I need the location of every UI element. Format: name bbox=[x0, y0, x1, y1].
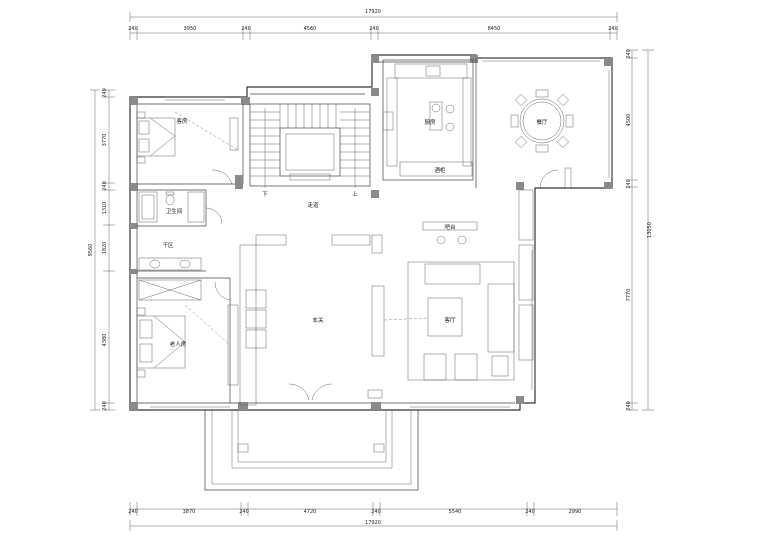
left-dim-2: 3770 bbox=[102, 134, 108, 147]
bar-label: 吧台 bbox=[444, 223, 456, 231]
bottom-dim-2: 3870 bbox=[183, 509, 196, 515]
kitchen-label: 厨房 bbox=[424, 118, 436, 126]
dry-area-label: 干区 bbox=[162, 242, 174, 249]
bottom-dim-6: 5540 bbox=[449, 509, 462, 515]
top-dim-3: 240 bbox=[241, 26, 251, 32]
right-dim-1: 240 bbox=[626, 49, 632, 59]
dining-room: 餐厅 bbox=[510, 89, 574, 189]
front-terrace bbox=[204, 410, 419, 491]
top-total-dimension: 17920 bbox=[365, 9, 381, 15]
top-dim-5: 240 bbox=[369, 26, 379, 32]
bottom-dim-5: 240 bbox=[371, 509, 381, 515]
corridor-label: 走道 bbox=[307, 201, 319, 209]
living-label: 客厅 bbox=[444, 316, 456, 324]
left-total-dimension: 9560 bbox=[88, 244, 94, 257]
wine-cabinet-label: 酒柜 bbox=[434, 166, 446, 174]
bathroom: 卫生间 bbox=[137, 189, 223, 227]
bottom-dim-8: 2990 bbox=[569, 509, 582, 515]
bottom-dimensions: 240 3870 240 4720 240 5540 240 2990 1792… bbox=[128, 502, 618, 531]
bottom-dim-1: 240 bbox=[128, 509, 138, 515]
guest-room: 客房 bbox=[136, 104, 244, 185]
top-dim-6: 8450 bbox=[488, 26, 501, 32]
bottom-dim-3: 240 bbox=[239, 509, 249, 515]
living-room: 吧台 客厅 bbox=[371, 189, 534, 381]
bottom-total-dimension: 17920 bbox=[365, 520, 381, 526]
staircase: 下 上 bbox=[235, 103, 371, 198]
left-dim-3: 240 bbox=[102, 181, 108, 191]
stair-up-label: 上 bbox=[352, 190, 358, 198]
right-dim-2: 4500 bbox=[626, 114, 632, 127]
top-dim-2: 3950 bbox=[184, 26, 197, 32]
kitchen: 厨房 酒柜 bbox=[382, 58, 477, 188]
left-dim-7: 240 bbox=[102, 401, 108, 411]
top-dimensions: 17920 240 3950 240 4560 240 8450 240 bbox=[128, 9, 618, 40]
left-dim-5: 1820 bbox=[102, 242, 108, 255]
right-dimensions: 240 4500 240 7770 240 13050 bbox=[626, 49, 654, 411]
dry-area: 干区 bbox=[137, 242, 206, 272]
elder-room-label: 老人房 bbox=[170, 340, 187, 348]
right-dim-4: 7770 bbox=[626, 289, 632, 302]
left-dimensions: 9560 240 3770 240 1310 1820 4380 240 bbox=[88, 88, 115, 411]
dining-label: 餐厅 bbox=[536, 118, 548, 126]
right-dim-5: 240 bbox=[626, 401, 632, 411]
left-dim-1: 240 bbox=[102, 88, 108, 98]
top-dim-4: 4560 bbox=[304, 26, 317, 32]
right-dim-3: 240 bbox=[626, 179, 632, 189]
top-dim-1: 240 bbox=[128, 26, 138, 32]
elder-room: 老人房 bbox=[136, 277, 239, 403]
bottom-dim-4: 4720 bbox=[304, 509, 317, 515]
left-dim-4: 1310 bbox=[102, 202, 108, 215]
outer-walls bbox=[129, 54, 613, 411]
stair-down-label: 下 bbox=[262, 191, 268, 198]
bathroom-label: 卫生间 bbox=[166, 207, 183, 215]
top-dim-7: 240 bbox=[608, 26, 618, 32]
foyer-label: 玄关 bbox=[312, 316, 324, 324]
bottom-dim-7: 240 bbox=[525, 509, 535, 515]
left-dim-6: 4380 bbox=[102, 334, 108, 347]
right-total-dimension: 13050 bbox=[647, 222, 653, 238]
corridor-area: 走道 玄关 bbox=[239, 201, 383, 406]
guest-room-label: 客房 bbox=[176, 117, 188, 125]
